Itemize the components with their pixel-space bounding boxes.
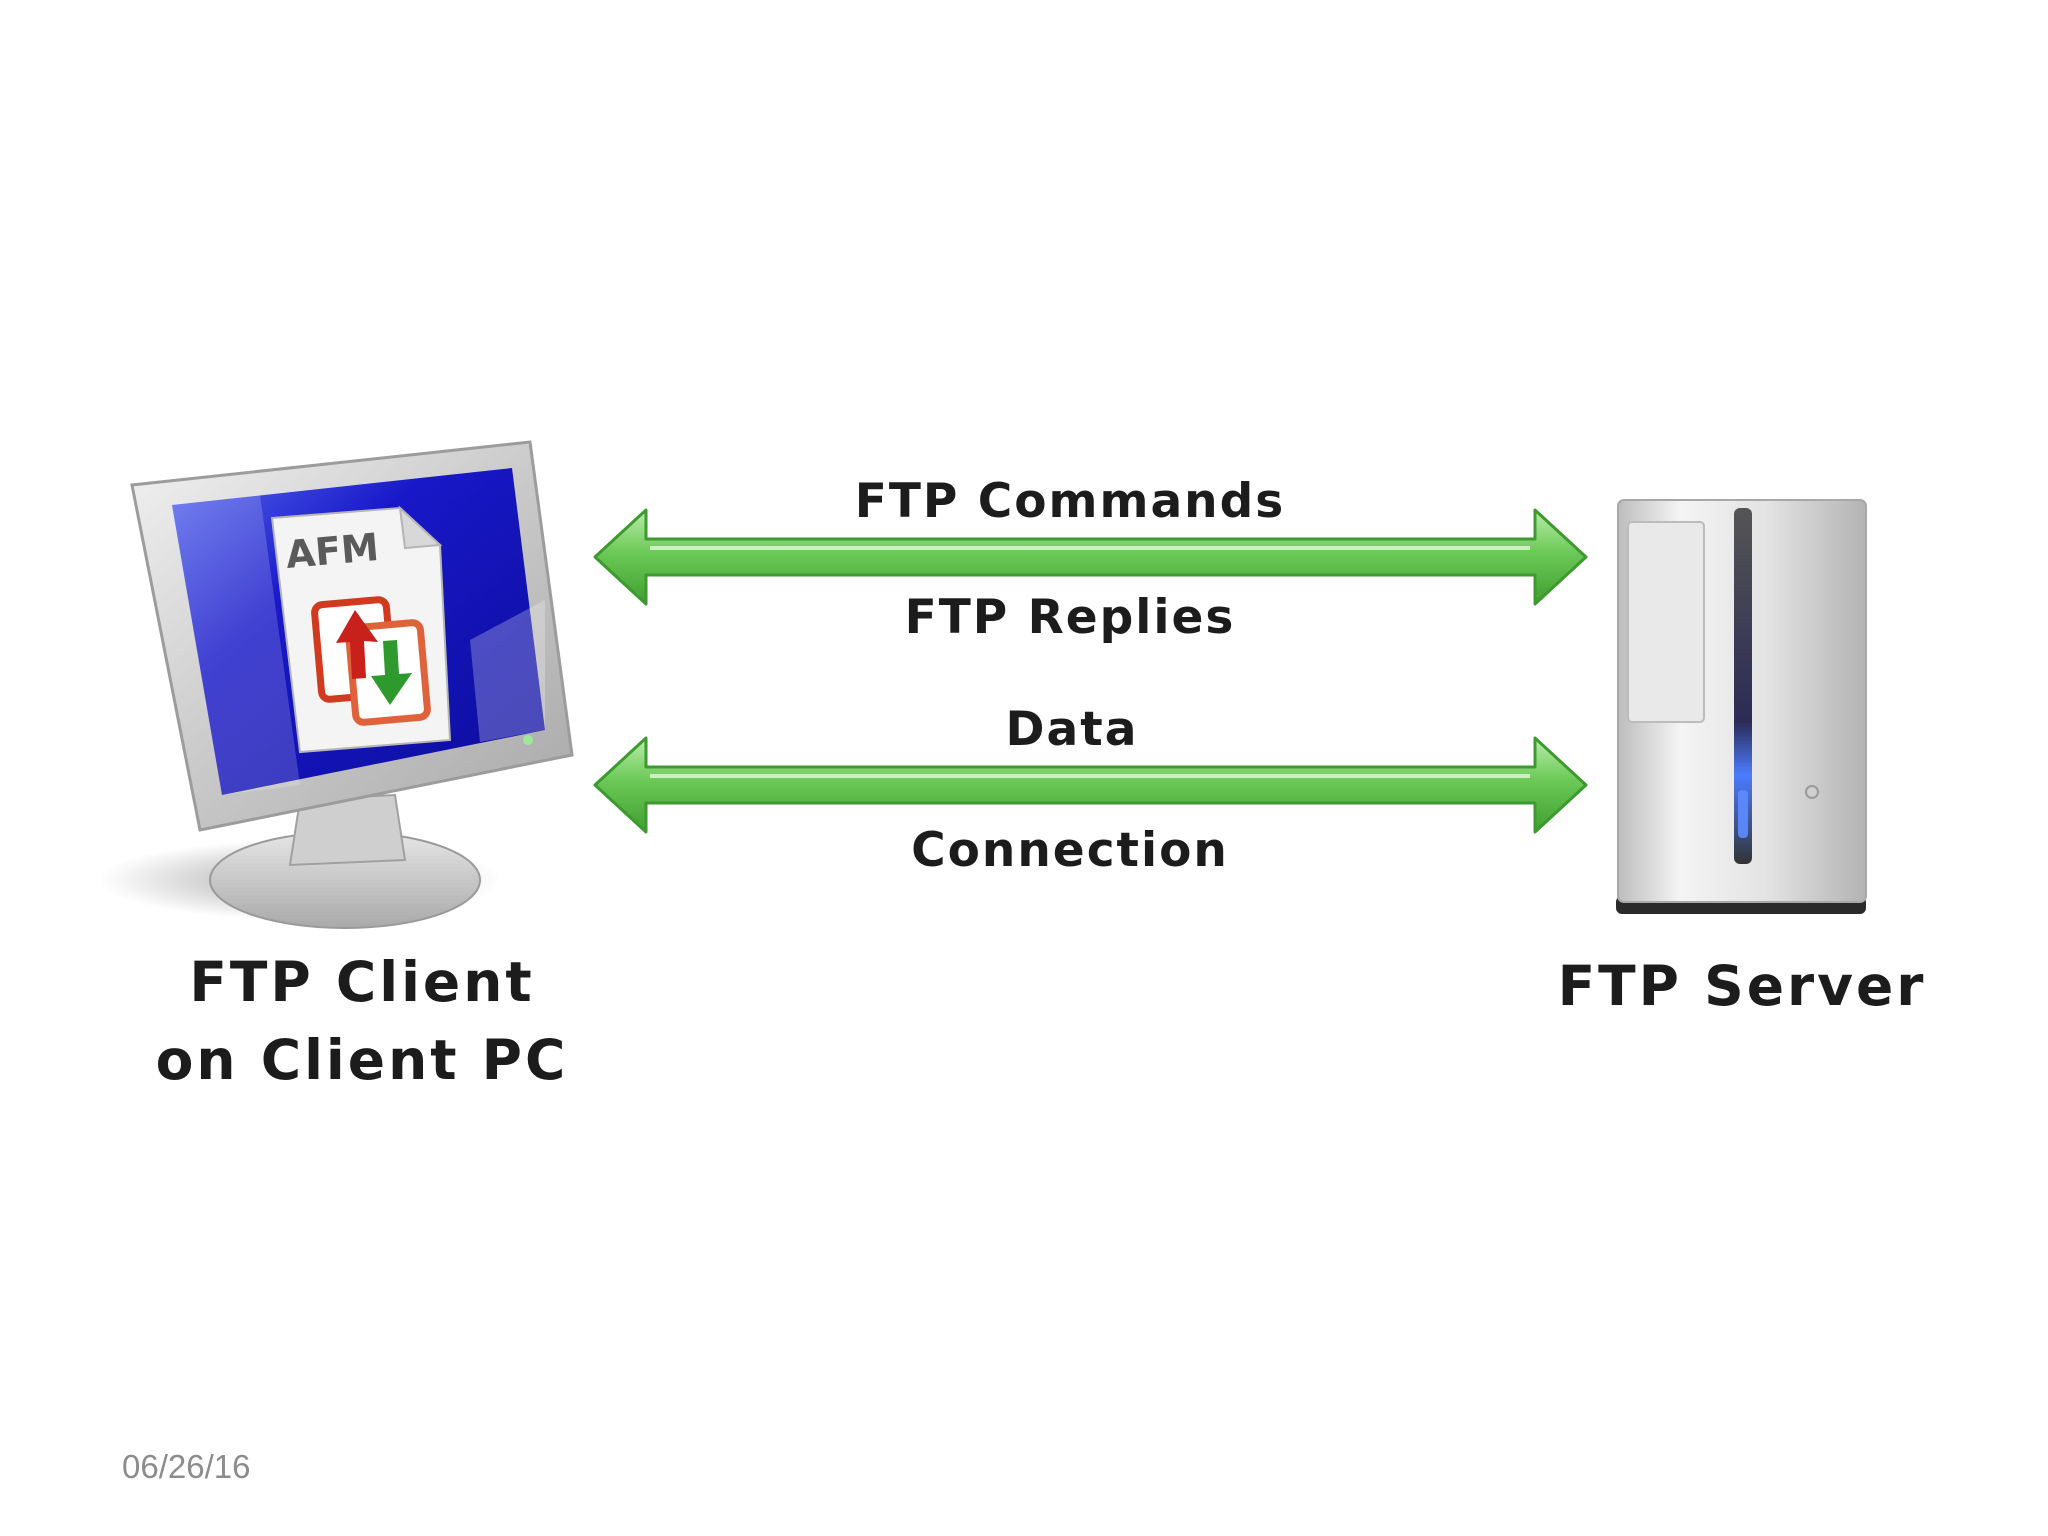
footer-date: 06/26/16 xyxy=(122,1448,251,1485)
data-connection-arrow xyxy=(593,736,1588,834)
document-icon: AFM xyxy=(270,505,452,754)
control-label-bottom: FTP Replies xyxy=(905,590,1236,645)
client-label-line1: FTP Client xyxy=(189,950,534,1014)
control-connection-arrow xyxy=(593,508,1588,606)
transfer-icon xyxy=(311,596,431,726)
control-label-top: FTP Commands xyxy=(855,474,1286,529)
data-label-bottom: Connection xyxy=(911,823,1229,878)
document-badge: AFM xyxy=(284,525,381,577)
double-arrow-icon xyxy=(593,508,1588,606)
server-label: FTP Server xyxy=(1558,954,1927,1018)
server-tower-icon xyxy=(1616,499,1867,914)
data-label-top: Data xyxy=(1006,702,1139,757)
double-arrow-icon xyxy=(593,736,1588,834)
client-label-line2: on Client PC xyxy=(156,1028,569,1092)
client-pc-icon: AFM xyxy=(100,440,574,929)
